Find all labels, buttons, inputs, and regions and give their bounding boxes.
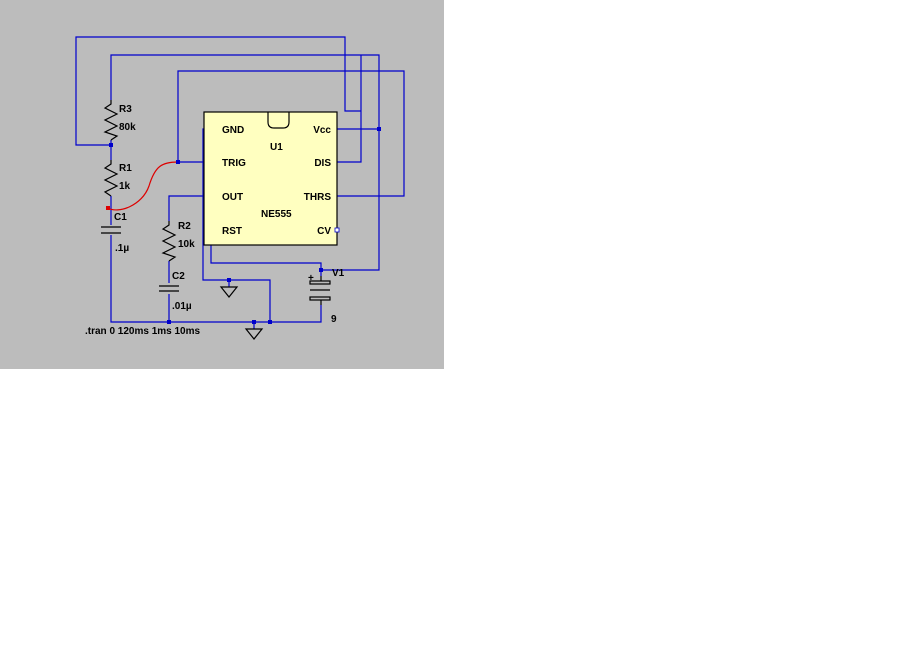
wire-out[interactable] (168, 195, 204, 221)
pin-label-thrs: THRS (304, 192, 332, 203)
junction-dot (377, 127, 381, 131)
capacitor-c2[interactable]: C2 .01µ (159, 271, 192, 312)
ground-symbol-2[interactable] (244, 328, 264, 340)
r2-value: 10k (178, 239, 195, 250)
c1-value: .1µ (115, 243, 129, 254)
resistor-r1[interactable]: R1 1k (103, 160, 132, 197)
v1-value: 9 (331, 314, 337, 325)
wire-dis-r3-junction[interactable] (75, 36, 361, 146)
pin-label-rst: RST (222, 226, 242, 237)
wire-gnd-pin[interactable] (202, 128, 271, 322)
ic-ref: U1 (270, 142, 283, 153)
pin-label-cv: CV (317, 226, 331, 237)
v1-ref: V1 (332, 268, 345, 279)
ground-symbol-1[interactable] (219, 286, 239, 298)
junctions (106, 127, 381, 324)
ic-u1[interactable]: GND TRIG OUT RST Vcc DIS THRS CV U1 NE55… (203, 111, 340, 246)
junction-dot-selected (106, 206, 110, 210)
junction-dot (227, 278, 231, 282)
pin-label-out: OUT (222, 192, 243, 203)
pin-label-gnd: GND (222, 125, 244, 136)
ic-notch (267, 112, 290, 129)
pin-label-vcc: Vcc (313, 125, 331, 136)
ic-body[interactable] (203, 111, 338, 246)
c1-ref: C1 (114, 212, 127, 223)
schematic-canvas[interactable]: R3 80k R1 1k C1 .1µ R2 10k C2 .01µ + V1 … (0, 0, 444, 369)
ic-part: NE555 (261, 209, 292, 220)
cv-pin-marker[interactable] (334, 227, 340, 233)
r1-ref: R1 (119, 163, 132, 174)
r1-value: 1k (119, 181, 131, 192)
junction-dot (268, 320, 272, 324)
voltage-source-v1[interactable]: + V1 9 (308, 268, 345, 325)
wire-ground-rail[interactable] (110, 235, 322, 323)
junction-dot (109, 143, 113, 147)
c2-ref: C2 (172, 271, 185, 282)
wire-r3-top[interactable] (110, 54, 380, 271)
junction-dot (319, 268, 323, 272)
junction-dot (167, 320, 171, 324)
capacitor-c1[interactable]: C1 .1µ (101, 212, 129, 254)
r2-ref: R2 (178, 221, 191, 232)
wire-thrs[interactable] (177, 70, 405, 197)
wires[interactable] (75, 36, 405, 329)
resistor-r3[interactable]: R3 80k (103, 100, 136, 141)
pin-label-trig: TRIG (222, 158, 246, 169)
v1-polarity: + (308, 273, 314, 284)
spice-directive[interactable]: .tran 0 120ms 1ms 10ms (85, 326, 201, 337)
junction-dot (252, 320, 256, 324)
r3-ref: R3 (119, 104, 132, 115)
r3-value: 80k (119, 122, 136, 133)
resistor-r2[interactable]: R2 10k (161, 221, 195, 262)
c2-value: .01µ (172, 301, 192, 312)
junction-dot (176, 160, 180, 164)
pin-label-dis: DIS (314, 158, 331, 169)
wire-dis[interactable] (337, 55, 362, 163)
wire-selected-trig[interactable] (107, 161, 179, 211)
